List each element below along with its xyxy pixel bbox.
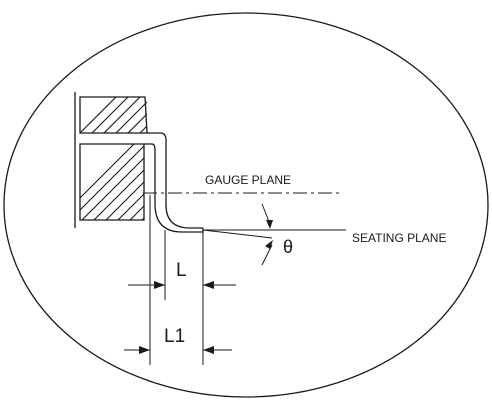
lead [144,132,204,233]
package-body [74,92,148,228]
extension-lines [149,195,204,365]
dimension-l [128,281,236,289]
hatch-top [80,97,147,133]
detail-ellipse [3,12,489,398]
theta-label: θ [283,237,293,257]
lead-angle-line [202,229,273,239]
theta-arrows [261,203,273,266]
gauge-plane-label: GAUGE PLANE [205,173,291,187]
seating-plane-label: SEATING PLANE [352,231,446,245]
dimension-l1 [124,346,232,354]
hatch-bottom [80,144,144,220]
dimension-l-label: L [176,260,187,281]
dimension-l1-label: L1 [164,326,185,347]
